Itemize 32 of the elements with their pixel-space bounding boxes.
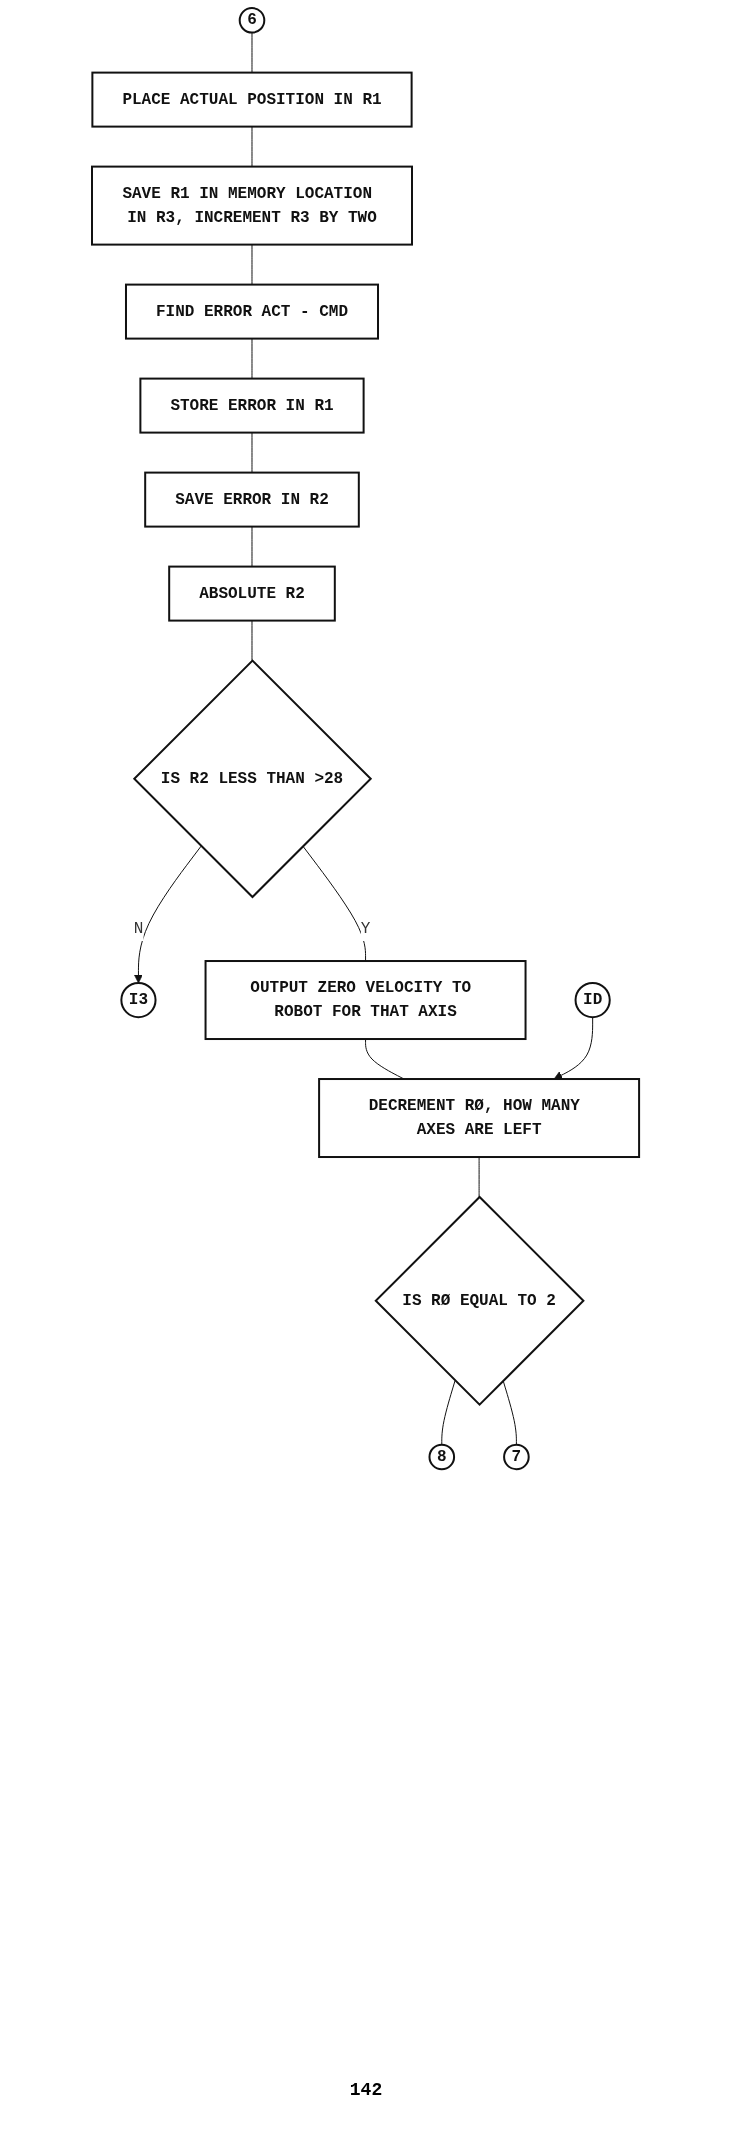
node-circle: ID <box>575 981 612 1019</box>
connector <box>302 845 367 962</box>
node-diamond: IS RØ EQUAL TO 2 <box>374 1195 586 1407</box>
connector <box>441 1380 456 1446</box>
node-circle: 8 <box>428 1443 456 1471</box>
node-box: STORE ERROR IN R1 <box>139 377 366 434</box>
page-number: 142 <box>348 2080 384 2100</box>
node-circle: 7 <box>503 1443 531 1471</box>
node-box: PLACE ACTUAL POSITION IN R1 <box>91 71 414 128</box>
connector <box>251 620 253 662</box>
connector <box>365 1038 405 1080</box>
node-box: ABSOLUTE R2 <box>168 565 337 622</box>
node-box: OUTPUT ZERO VELOCITY TO ROBOT FOR THAT AXIS <box>205 960 527 1040</box>
arrow <box>134 845 203 984</box>
node-box: DECREMENT RØ, HOW MANY AXES ARE LEFT <box>318 1078 641 1158</box>
node-circle: I3 <box>120 981 157 1019</box>
edge-label: Y <box>361 920 371 939</box>
connector <box>251 32 253 74</box>
node-box: SAVE R1 IN MEMORY LOCATION IN R3, INCREMENT R3 BY TWO <box>91 165 414 246</box>
connector <box>479 1156 481 1198</box>
edge-label: N <box>134 920 144 939</box>
arrow <box>554 1016 594 1080</box>
connector <box>251 126 253 168</box>
node-box: FIND ERROR ACT - CMD <box>125 283 380 340</box>
connector <box>251 338 253 380</box>
node-diamond: IS R2 LESS THAN >28 <box>133 659 373 899</box>
connector <box>251 432 253 474</box>
node-box: SAVE ERROR IN R2 <box>144 471 361 528</box>
node-circle: 6 <box>239 7 266 34</box>
connector <box>251 526 253 568</box>
connector <box>503 1380 518 1446</box>
connector <box>251 244 253 286</box>
